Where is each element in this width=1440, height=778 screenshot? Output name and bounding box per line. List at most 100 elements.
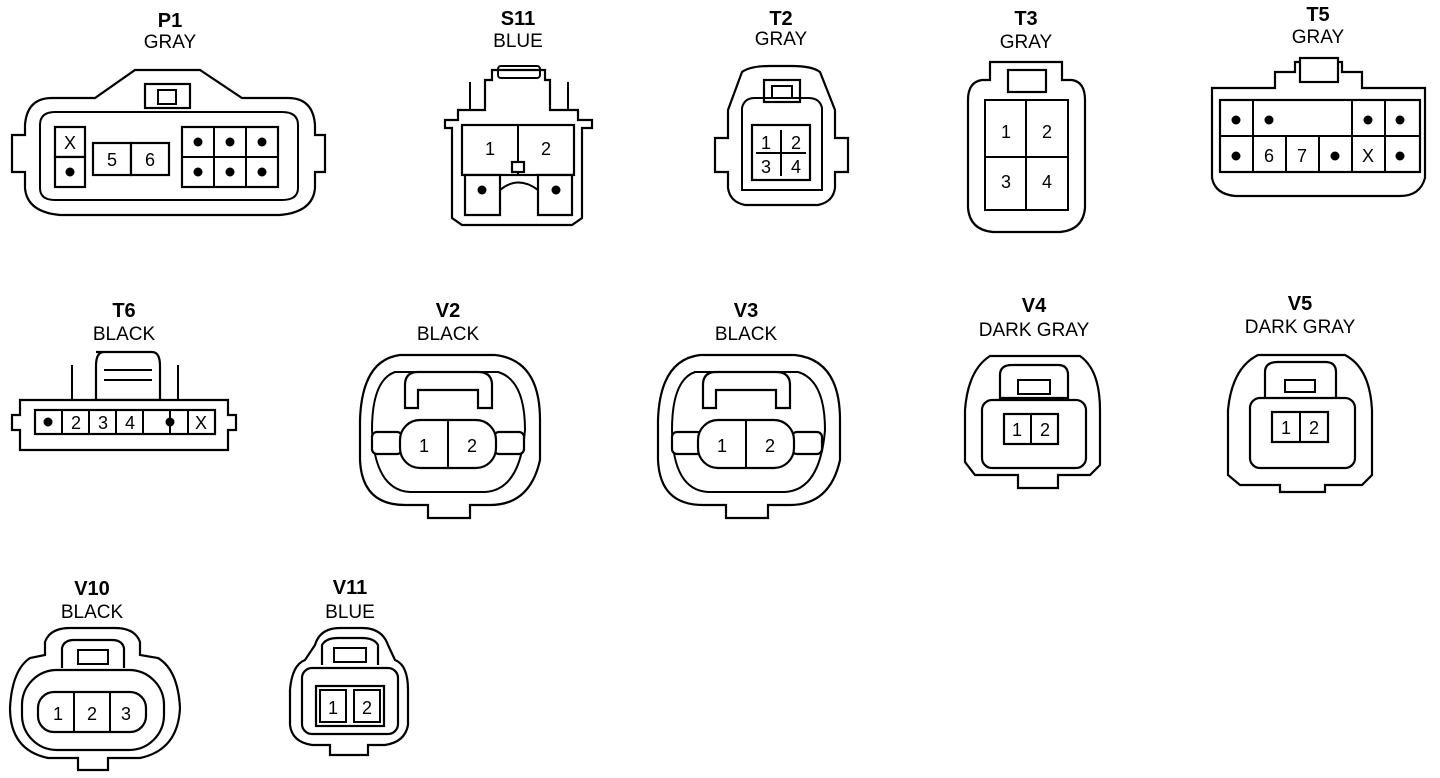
connector-color: BLACK bbox=[61, 602, 124, 623]
pin-label: 1 bbox=[53, 704, 63, 724]
connector-code: T6 bbox=[112, 300, 135, 322]
pin-dot bbox=[193, 167, 203, 177]
pin-label: 6 bbox=[145, 150, 155, 170]
connector-t3: T3 GRAY 1 2 3 4 bbox=[966, 8, 1087, 234]
pin-label: 3 bbox=[121, 704, 131, 724]
housing-inner bbox=[39, 111, 299, 201]
connector-t6: T6 BLACK 2 3 4 X bbox=[10, 300, 238, 452]
pin-label: 2 bbox=[541, 139, 551, 159]
pin-label: 3 bbox=[98, 413, 108, 433]
pin-label: 2 bbox=[87, 704, 97, 724]
connector-s11: S11 BLUE 1 2 bbox=[443, 8, 594, 227]
pin-dot bbox=[551, 185, 561, 195]
pin-label: 4 bbox=[791, 157, 801, 177]
connector-v3: V3 BLACK 1 2 bbox=[656, 300, 842, 520]
pin-label: 3 bbox=[1001, 172, 1011, 192]
connector-color: BLACK bbox=[93, 324, 156, 345]
pin-dot bbox=[1395, 115, 1405, 125]
connector-code: S11 bbox=[501, 8, 535, 30]
connector-code: V5 bbox=[1288, 293, 1312, 315]
connector-v10: V10 BLACK 1 2 3 bbox=[8, 578, 182, 772]
pin-block bbox=[36, 690, 148, 734]
connector-t2: T2 GRAY 1 2 3 4 bbox=[713, 8, 850, 207]
pin-label: 1 bbox=[717, 436, 727, 456]
connector-code: V4 bbox=[1022, 295, 1047, 317]
pin-label: 1 bbox=[1281, 418, 1291, 438]
connector-code: V3 bbox=[734, 300, 758, 322]
connector-color: GRAY bbox=[755, 29, 808, 50]
pin-label: 1 bbox=[419, 436, 429, 456]
pin-label: 2 bbox=[1040, 420, 1050, 440]
pin-label: 2 bbox=[791, 133, 801, 153]
connector-code: P1 bbox=[158, 10, 182, 32]
pin-dot bbox=[257, 167, 267, 177]
pin-label: X bbox=[195, 413, 207, 433]
pin-dot bbox=[165, 417, 175, 427]
lock-tab bbox=[701, 370, 792, 410]
connector-color: BLUE bbox=[325, 602, 375, 623]
pin-dot bbox=[257, 137, 267, 147]
pin-dot bbox=[477, 185, 487, 195]
pin-dot bbox=[225, 137, 235, 147]
pin-dot bbox=[1264, 115, 1274, 125]
pin-dot bbox=[65, 167, 75, 177]
pin-label: 2 bbox=[362, 698, 372, 718]
connector-p1: P1 GRAY X 5 6 bbox=[10, 10, 327, 217]
connector-color: DARK GRAY bbox=[1245, 317, 1356, 338]
pin-label: 5 bbox=[107, 150, 117, 170]
pin-label: 6 bbox=[1264, 146, 1274, 166]
pin-label: 2 bbox=[1042, 122, 1052, 142]
pin-label: 2 bbox=[467, 436, 477, 456]
connector-code: T2 bbox=[769, 8, 792, 30]
connector-v11: V11 BLUE 1 2 bbox=[288, 577, 410, 757]
pin-label: X bbox=[1362, 146, 1374, 166]
connector-color: BLUE bbox=[493, 31, 543, 52]
connector-code: V10 bbox=[74, 578, 110, 600]
lock-slot bbox=[157, 89, 177, 105]
pin-label: 3 bbox=[761, 157, 771, 177]
pin-cell bbox=[129, 141, 171, 177]
lock-tab bbox=[320, 636, 380, 665]
connector-t5: T5 GRAY 6 7 X bbox=[1210, 4, 1427, 198]
connector-v5: V5 DARK GRAY 1 2 bbox=[1226, 293, 1374, 494]
pin-label: 1 bbox=[328, 698, 338, 718]
pin-dot bbox=[225, 167, 235, 177]
pin-label: X bbox=[64, 133, 76, 153]
lock-tab bbox=[403, 370, 494, 410]
pin-block bbox=[33, 408, 217, 436]
pin-label: 2 bbox=[71, 413, 81, 433]
pin-dot bbox=[1395, 151, 1405, 161]
pin-dot bbox=[43, 417, 53, 427]
pin-dot bbox=[1231, 115, 1241, 125]
pin-label: 1 bbox=[485, 139, 495, 159]
connector-code: T3 bbox=[1014, 8, 1037, 30]
pin-label: 1 bbox=[1012, 420, 1022, 440]
pin-label: 4 bbox=[1042, 172, 1052, 192]
pin-dot bbox=[1363, 115, 1373, 125]
pin-label: 2 bbox=[765, 436, 775, 456]
lock-tab bbox=[1006, 68, 1048, 94]
lock-tab bbox=[94, 350, 162, 402]
connector-v2: V2 BLACK 1 2 bbox=[358, 300, 542, 520]
lock-tab bbox=[1298, 56, 1340, 84]
connector-color: BLACK bbox=[715, 324, 778, 345]
connector-color: GRAY bbox=[1000, 32, 1053, 53]
connector-color: GRAY bbox=[144, 32, 197, 53]
pin-label: 4 bbox=[125, 413, 135, 433]
connector-color: BLACK bbox=[417, 324, 480, 345]
pin-dot bbox=[1231, 151, 1241, 161]
pin-dot bbox=[1330, 151, 1340, 161]
pin-label: 7 bbox=[1297, 146, 1307, 166]
connector-color: GRAY bbox=[1292, 27, 1345, 48]
connector-code: V11 bbox=[333, 577, 367, 599]
connector-code: T5 bbox=[1306, 4, 1329, 26]
pin-block bbox=[314, 684, 386, 728]
pin-label: 1 bbox=[1001, 122, 1011, 142]
connector-code: V2 bbox=[436, 300, 460, 322]
pin-dot bbox=[193, 137, 203, 147]
connector-v4: V4 DARK GRAY 1 2 bbox=[963, 295, 1102, 490]
connector-color: DARK GRAY bbox=[979, 320, 1090, 341]
pin-label: 1 bbox=[761, 133, 771, 153]
pin-label: 2 bbox=[1309, 418, 1319, 438]
